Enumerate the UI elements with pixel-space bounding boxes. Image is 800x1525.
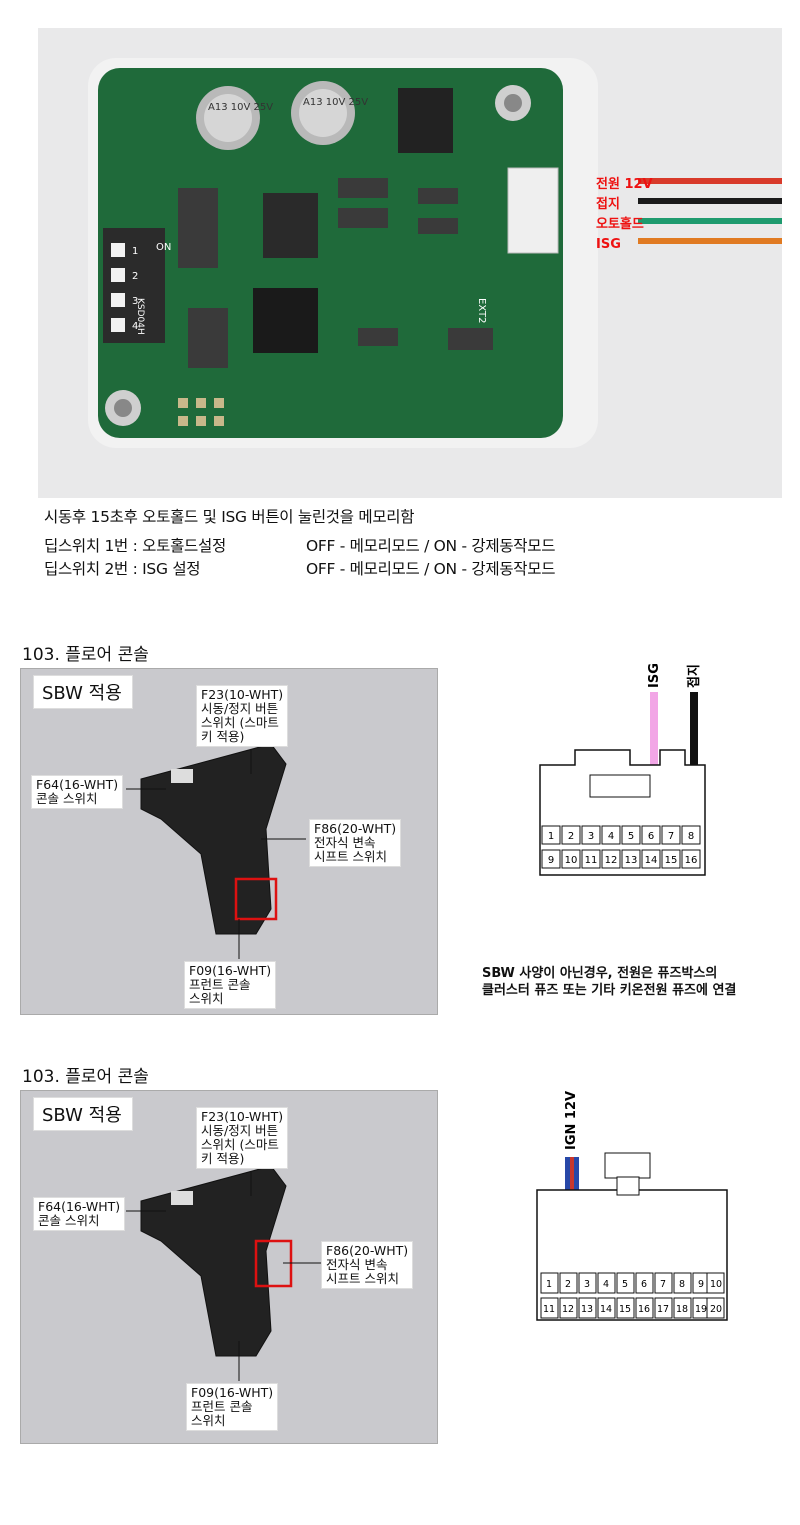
pin-1: 1: [548, 831, 554, 842]
pin-2: 2: [568, 831, 574, 842]
pin-4: 4: [608, 831, 614, 842]
section2-console-panel: SBW 적용 F23(10-WHT) 시동/정지 버튼 스위치 (스마트 키 적…: [20, 1090, 438, 1444]
pin-13: 13: [625, 855, 638, 866]
wire-label-autohold: 오토홀드: [596, 216, 644, 232]
capacitor-2-marking: A13 10V 25V: [303, 97, 368, 108]
callout-f09: F09(16-WHT) 프런트 콘솔 스위치: [186, 1383, 279, 1431]
pin-11: 11: [585, 855, 598, 866]
pin2-1: 1: [546, 1279, 552, 1290]
pin2-3: 3: [584, 1279, 590, 1290]
regulator-chip: [398, 88, 453, 153]
ext2-label: EXT2: [476, 298, 487, 323]
callout-f64: F64(16-WHT) 콘솔 스위치: [33, 1197, 126, 1231]
capacitor-1-marking: A13 10V 25V: [208, 102, 273, 113]
section1-title: 103. 플로어 콘솔: [22, 645, 149, 665]
wire-label-isg: ISG: [596, 237, 621, 252]
section2-sbw-label: SBW 적용: [33, 1097, 133, 1131]
highlight-box-f09: [234, 877, 278, 921]
dip-number-4: 4: [132, 321, 138, 332]
connector1-bottom-row: [541, 849, 701, 869]
pin-3: 3: [588, 831, 594, 842]
dip-number-1: 1: [132, 246, 138, 257]
module-photo: A13 10V 25V A13 10V 25V ON 1 2 3 4 KSD04…: [38, 28, 782, 498]
pin-12: 12: [605, 855, 618, 866]
pin-6: 6: [648, 831, 654, 842]
pin-10: 10: [565, 855, 578, 866]
wire-isg: [638, 238, 782, 244]
wire-label-ground: 접지: [686, 664, 702, 688]
section1-console-panel: SBW 적용 F23(10-WHT) 시동/정지 버튼 스위치 (스마트 키 적…: [20, 668, 438, 1015]
console-illustration: [126, 743, 306, 959]
power-chip: [263, 193, 318, 258]
pin2-12: 12: [562, 1304, 574, 1315]
pin2-20: 20: [710, 1304, 722, 1315]
pin2-5: 5: [622, 1279, 628, 1290]
wire-connector: [507, 167, 559, 254]
wire-label-ign12v: IGN 12V: [564, 1091, 579, 1150]
dip-number-2: 2: [132, 271, 138, 282]
pin2-6: 6: [641, 1279, 647, 1290]
dip-number-3: 3: [132, 296, 138, 307]
dip1-label: 딥스위치 1번 : 오토홀드설정: [44, 537, 226, 555]
section1-sbw-label: SBW 적용: [33, 675, 133, 709]
dip2-label: 딥스위치 2번 : ISG 설정: [44, 560, 201, 578]
wire-label-isg: ISG: [647, 663, 662, 688]
sbw-note: SBW 사양이 아닌경우, 전원은 퓨즈박스의 클러스터 퓨즈 또는 기타 키온…: [482, 965, 792, 999]
pin-8: 8: [688, 831, 694, 842]
pin-7: 7: [668, 831, 674, 842]
pin-5: 5: [628, 831, 634, 842]
wire-power: [638, 178, 782, 184]
pin-15: 15: [665, 855, 678, 866]
pin-9: 9: [548, 855, 554, 866]
description-line1: 시동후 15초후 오토홀드 및 ISG 버튼이 눌린것을 메모리함: [44, 508, 415, 526]
pin2-9: 9: [698, 1279, 704, 1290]
pcb-illustration: A13 10V 25V A13 10V 25V ON 1 2 3 4 KSD04…: [88, 58, 782, 448]
dip-on-label: ON: [156, 242, 171, 253]
pin-14: 14: [645, 855, 658, 866]
dip1-value: OFF - 메모리모드 / ON - 강제동작모드: [306, 537, 556, 555]
section2-title: 103. 플로어 콘솔: [22, 1067, 149, 1087]
pin2-10: 10: [710, 1279, 722, 1290]
sbw-note-line2: 클러스터 퓨즈 또는 기타 키온전원 퓨즈에 연결: [482, 983, 737, 998]
connector-diagram-16pin: 1 2 3 4 5 6 7 8 9 10 11 12 13 14 15 16 I…: [539, 663, 706, 876]
pin2-16: 16: [638, 1304, 650, 1315]
callout-f23: F23(10-WHT) 시동/정지 버튼 스위치 (스마트 키 적용): [196, 685, 289, 747]
pin2-8: 8: [679, 1279, 685, 1290]
pin2-11: 11: [543, 1304, 555, 1315]
callout-f09: F09(16-WHT) 프런트 콘솔 스위치: [184, 961, 277, 1009]
pin2-18: 18: [676, 1304, 688, 1315]
pin2-13: 13: [581, 1304, 593, 1315]
callout-f86: F86(20-WHT) 전자식 변속 시프트 스위치: [309, 819, 402, 867]
pin2-14: 14: [600, 1304, 612, 1315]
pin2-4: 4: [603, 1279, 609, 1290]
pin2-2: 2: [565, 1279, 571, 1290]
callout-f64: F64(16-WHT) 콘솔 스위치: [31, 775, 124, 809]
pin-16: 16: [685, 855, 698, 866]
pin2-7: 7: [660, 1279, 666, 1290]
connector2-top-row: [540, 1272, 725, 1294]
connector1-top-row: [541, 825, 701, 845]
pin2-19: 19: [695, 1304, 707, 1315]
callout-f86: F86(20-WHT) 전자식 변속 시프트 스위치: [321, 1241, 414, 1289]
console-illustration-2: [126, 1165, 321, 1381]
connector-diagram-20pin: 1 2 3 4 5 6 7 8 9 10 11 12 13 14 15 16 1…: [536, 1091, 728, 1321]
callout-f23: F23(10-WHT) 시동/정지 버튼 스위치 (스마트 키 적용): [196, 1107, 289, 1169]
wire-label-power: 전원 12V: [596, 176, 653, 192]
wire-label-ground: 접지: [596, 196, 620, 212]
wire-ground: [638, 198, 782, 204]
sbw-note-line1: SBW 사양이 아닌경우, 전원은 퓨즈박스의: [482, 966, 718, 981]
connector2-bottom-row: [540, 1297, 725, 1319]
wire-autohold: [638, 218, 782, 224]
dip-model-label: KSD04H: [135, 298, 145, 335]
pin2-15: 15: [619, 1304, 631, 1315]
dip2-value: OFF - 메모리모드 / ON - 강제동작모드: [306, 560, 556, 578]
pin2-17: 17: [657, 1304, 669, 1315]
mcu-chip: [253, 288, 318, 353]
